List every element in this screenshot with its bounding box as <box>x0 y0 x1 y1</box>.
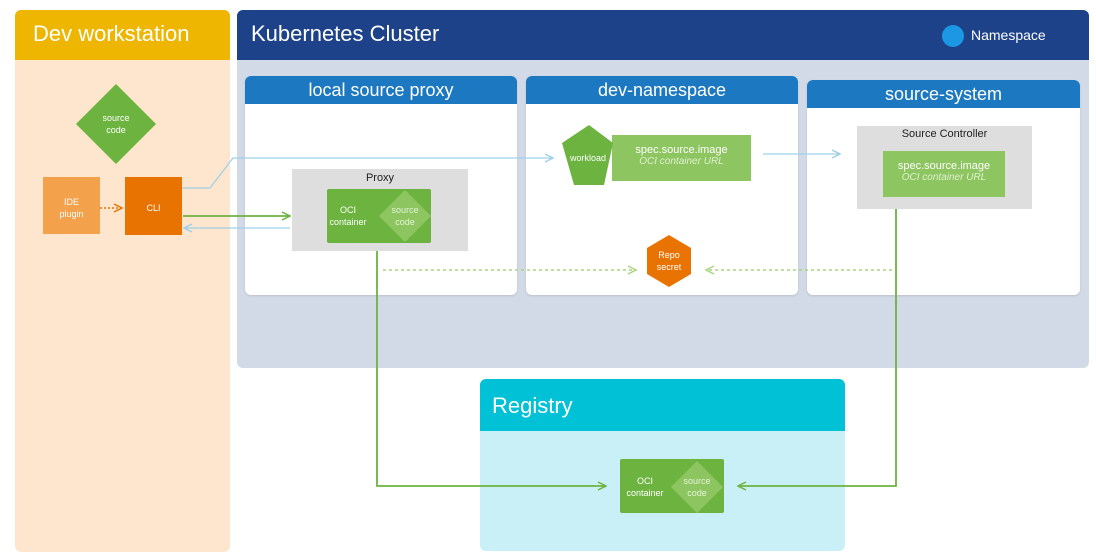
registry-oci-label: OCI container <box>626 476 664 498</box>
repo-secret-hexagon <box>647 235 691 287</box>
kubernetes-cluster-title: Kubernetes Cluster <box>251 21 440 46</box>
source-code-diamond <box>76 84 156 164</box>
proxy-oci-label: OCI container <box>329 205 367 227</box>
controller-to-registry-arrow <box>738 209 897 486</box>
dev-workstation-header: Dev workstation <box>15 10 230 60</box>
proxy-source-code-diamond <box>379 190 431 242</box>
proxy-title: Proxy <box>365 172 395 184</box>
kubernetes-cluster-header: Kubernetes Cluster Namespace <box>237 10 1089 60</box>
controller-spec-image: spec.source.image <box>897 160 991 172</box>
controller-spec-box: spec.source.image OCI container URL <box>883 151 1005 197</box>
registry-header: Registry <box>480 379 845 431</box>
ide-plugin-box <box>43 177 100 234</box>
ide-plugin-label: IDE plugin <box>59 197 84 219</box>
registry-source-label: source code <box>683 476 711 498</box>
proxy-source-label: source code <box>391 205 419 227</box>
workload-spec-box: spec.source.image OCI container URL <box>612 135 751 181</box>
namespace-title: source-system <box>807 80 1080 108</box>
cli-to-workload-arrow <box>182 158 553 189</box>
namespace-title: local source proxy <box>245 76 517 104</box>
registry-source-code-diamond <box>671 461 723 513</box>
source-controller-title: Source Controller <box>901 128 988 140</box>
workload-spec-url: OCI container URL <box>639 156 724 167</box>
dev-workstation-title: Dev workstation <box>33 21 190 46</box>
workload-pentagon <box>562 125 613 185</box>
registry-title: Registry <box>492 393 573 418</box>
namespace-legend-icon <box>942 25 964 47</box>
workload-label: workload <box>569 153 607 163</box>
namespace-title: dev-namespace <box>526 76 798 104</box>
workload-spec-image: spec.source.image <box>635 144 728 156</box>
namespace-legend-label: Namespace <box>971 27 1046 43</box>
proxy-to-registry-arrow <box>376 251 606 486</box>
repo-secret-label: Repo secret <box>656 250 682 272</box>
source-code-label: source code <box>102 113 130 135</box>
controller-spec-url: OCI container URL <box>901 172 987 183</box>
cli-box <box>125 177 182 235</box>
cli-label: CLI <box>146 203 161 213</box>
